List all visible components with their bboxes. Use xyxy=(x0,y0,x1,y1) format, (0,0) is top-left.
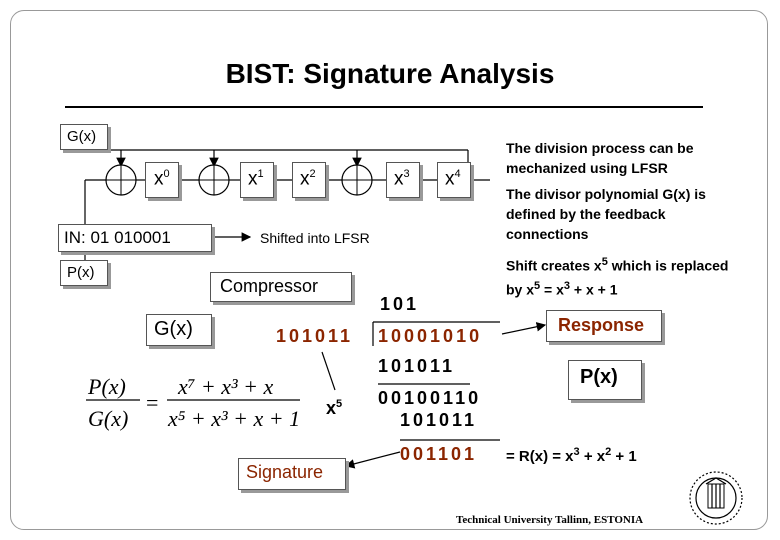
formula-lhs-denominator: G(x) xyxy=(88,406,129,431)
subtrahend-2: 101011 xyxy=(400,410,478,430)
remainder-equation: = R(x) = x3 + x2 + 1 xyxy=(506,446,637,465)
note-divisor: The divisor polynomial G(x) is defined b… xyxy=(506,186,706,242)
divisor: 101011 xyxy=(276,326,354,346)
signature-box xyxy=(238,458,346,490)
note-division: The division process can be mechanized u… xyxy=(506,140,694,176)
footer-text: Technical University Tallinn, ESTONIA xyxy=(456,514,644,526)
quotient: 101 xyxy=(380,294,420,314)
stage-label-x1: x1 xyxy=(248,168,264,190)
gx-label-box xyxy=(60,124,108,150)
formula-rhs-numerator: x⁷ + x³ + x xyxy=(178,374,274,399)
stage-label-x4: x4 xyxy=(445,168,461,190)
register-x0 xyxy=(145,162,179,198)
dividend: 10001010 xyxy=(378,326,483,346)
stage-label-x2: x2 xyxy=(300,168,316,190)
stage-label-x3: x3 xyxy=(394,168,410,190)
compressor-box xyxy=(210,272,352,302)
px-label: P(x) xyxy=(67,264,95,281)
signature-label: Signature xyxy=(246,462,324,482)
register-x4 xyxy=(437,162,471,198)
shift-label: Shifted into LFSR xyxy=(260,230,370,246)
response-box xyxy=(546,310,662,342)
register-x2 xyxy=(292,162,326,198)
register-x3 xyxy=(386,162,420,198)
response-px-box xyxy=(568,360,642,400)
slide-frame xyxy=(10,10,768,530)
stage-label-x0: x0 xyxy=(154,168,170,190)
input-box xyxy=(58,224,212,252)
register-x1 xyxy=(240,162,274,198)
note-shift: Shift creates x5 which is replaced by x5… xyxy=(506,256,729,298)
intermediate-row: 00100110 xyxy=(378,388,482,408)
title-underline xyxy=(65,106,703,108)
formula-equals: = xyxy=(146,390,159,415)
x5-label: x5 xyxy=(326,398,343,418)
page-title: BIST: Signature Analysis xyxy=(225,58,555,89)
response-px-label: P(x) xyxy=(580,366,618,388)
px-label-box xyxy=(60,260,108,286)
gx-divisor-label: G(x) xyxy=(154,318,193,340)
response-label: Response xyxy=(558,315,645,335)
compressor-label: Compressor xyxy=(220,276,319,296)
gx-divisor-box xyxy=(146,314,212,346)
remainder: 001101 xyxy=(400,444,478,464)
subtrahend-1: 101011 xyxy=(378,356,456,376)
input-label: IN: 01 010001 xyxy=(64,228,171,247)
gx-label: G(x) xyxy=(67,128,97,145)
formula-lhs-numerator: P(x) xyxy=(88,374,126,399)
formula-rhs-denominator: x⁵ + x³ + x + 1 xyxy=(168,406,301,431)
